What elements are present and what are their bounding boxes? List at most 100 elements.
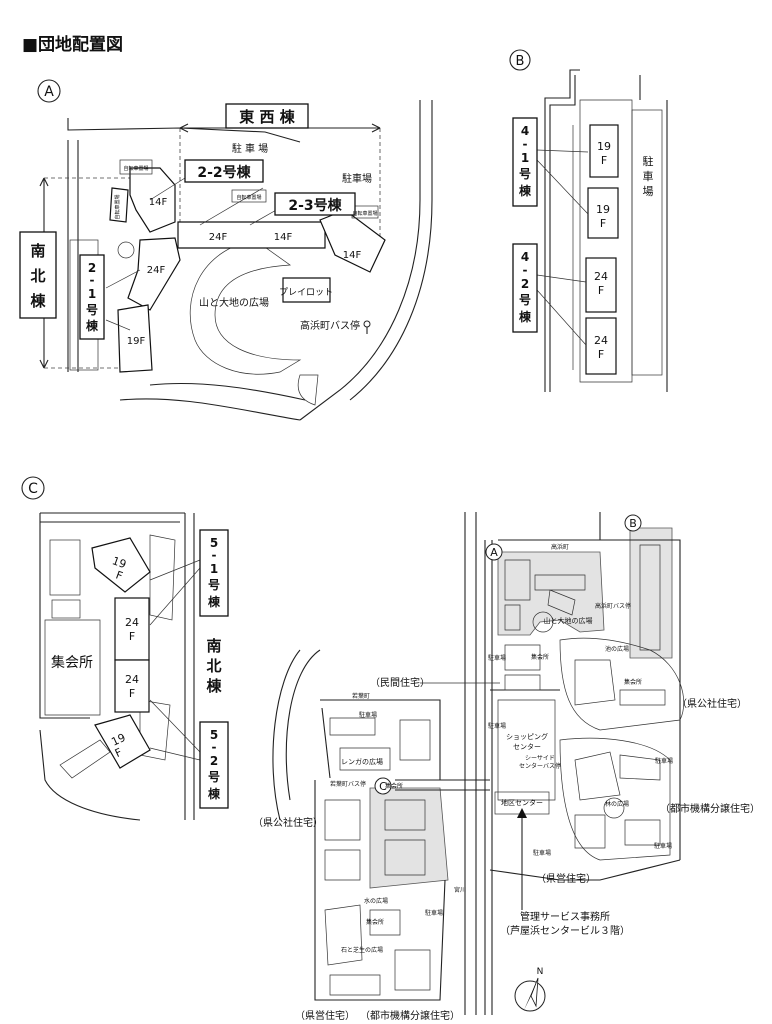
b21-char-2: - bbox=[90, 273, 95, 287]
ns-building-char-2: 北 bbox=[206, 657, 221, 675]
marker-b bbox=[624, 514, 642, 532]
floor-label: 24 bbox=[594, 270, 608, 283]
floor-label: 24 bbox=[125, 616, 139, 629]
place-label: 駐車場 bbox=[359, 711, 377, 719]
place-label: 若葉町 bbox=[352, 692, 370, 700]
floor-label: F bbox=[129, 630, 135, 643]
place-label: 池の広場 bbox=[605, 645, 629, 653]
floor-label: 14F bbox=[149, 197, 168, 208]
assembly-hall-label: 集会所 bbox=[51, 654, 93, 671]
place-label: 山と大地の広場 bbox=[544, 616, 593, 625]
ns-building-char-3: 棟 bbox=[206, 677, 222, 695]
floor-label: F bbox=[601, 154, 607, 167]
b51-char-4: 号 bbox=[208, 577, 220, 592]
panel-a-marker bbox=[37, 79, 61, 103]
bike-parking-label: 自転車置場 bbox=[114, 194, 121, 219]
floor-label: 24F bbox=[147, 265, 166, 276]
floor-label: 24 bbox=[594, 334, 608, 347]
place-label: 林の広場 bbox=[605, 800, 629, 808]
b52-char-1: 5 bbox=[210, 728, 218, 742]
place-label: 集会所 bbox=[366, 918, 384, 926]
panel-b-marker bbox=[509, 49, 531, 71]
zone-b bbox=[629, 527, 673, 659]
panel-a-letter: A bbox=[44, 84, 54, 100]
parking-char-2: 車 bbox=[643, 169, 654, 183]
b41-char-2: - bbox=[523, 137, 528, 151]
place-label: 地区センター bbox=[501, 798, 543, 807]
b52-char-5: 棟 bbox=[208, 786, 221, 801]
place-label: 駐車場 bbox=[533, 849, 551, 857]
b21-char-4: 号 bbox=[86, 302, 98, 317]
b42-char-4: 号 bbox=[519, 292, 531, 307]
prefectural-housing-label: （県営住宅） bbox=[295, 1009, 355, 1022]
b42-char-3: 2 bbox=[521, 277, 529, 291]
marker-c-letter: C bbox=[379, 780, 387, 793]
place-label: 集会所 bbox=[531, 653, 549, 661]
place-label: 駐車場 bbox=[655, 757, 673, 765]
b52-char-3: 2 bbox=[210, 754, 218, 768]
place-label: 駐車場 bbox=[654, 842, 672, 850]
place-label: センターバス停 bbox=[519, 762, 561, 770]
zone-a bbox=[497, 551, 605, 636]
prefectural-corp-housing-label: （県公社住宅） bbox=[677, 697, 747, 710]
parking-label: 駐車場 bbox=[342, 172, 372, 185]
b41-char-4: 号 bbox=[519, 166, 531, 181]
place-label: 駐車場 bbox=[488, 654, 506, 662]
floor-label: 24F bbox=[209, 232, 228, 243]
bike-parking-label: 自転車置場 bbox=[352, 210, 377, 217]
east-west-building-label: 東 西 棟 bbox=[239, 108, 295, 126]
place-label: 高浜町 bbox=[551, 543, 569, 551]
b51-char-2: - bbox=[212, 548, 217, 562]
b51-char-1: 5 bbox=[210, 536, 218, 550]
place-label: シーサイド bbox=[525, 755, 555, 762]
b41-char-3: 1 bbox=[521, 151, 529, 165]
place-label: 集会所 bbox=[624, 678, 642, 686]
ns-building-char-2: 北 bbox=[30, 267, 45, 285]
parking-char-1: 駐 bbox=[643, 154, 654, 168]
b52-char-4: 号 bbox=[208, 769, 220, 784]
parking-label: 駐 車 場 bbox=[232, 142, 268, 155]
place-label: 石と芝生の広場 bbox=[341, 946, 383, 954]
ur-condo-label: （都市機構分譲住宅） bbox=[660, 802, 760, 815]
place-label: 水の広場 bbox=[364, 897, 388, 905]
panel-b-letter: B bbox=[516, 54, 525, 69]
marker-b-letter: B bbox=[629, 517, 637, 530]
floor-label: F bbox=[598, 284, 604, 297]
b51-char-5: 棟 bbox=[208, 594, 221, 609]
marker-a bbox=[485, 543, 503, 561]
b41-char-5: 棟 bbox=[519, 183, 532, 198]
b21-char-5: 棟 bbox=[86, 318, 99, 333]
panel-a: A bbox=[19, 79, 433, 421]
floor-label: 19F bbox=[127, 336, 146, 347]
floor-label: 19 bbox=[596, 203, 610, 216]
b21-char-3: 1 bbox=[88, 287, 96, 301]
bike-parking-label: 自転車置場 bbox=[123, 165, 148, 172]
ur-condo-label: （都市機構分譲住宅） bbox=[360, 1009, 460, 1022]
floor-label: 19 bbox=[110, 554, 128, 571]
marker-a-letter: A bbox=[490, 546, 498, 559]
panel-c-letter: C bbox=[28, 481, 38, 497]
prefectural-housing-label: （県営住宅） bbox=[536, 872, 596, 885]
plaza-label: 山と大地の広場 bbox=[199, 296, 269, 309]
management-office-label: 管理サービス事務所 bbox=[520, 910, 610, 923]
ns-building-char-1: 南 bbox=[206, 637, 221, 655]
floor-label: 24 bbox=[125, 673, 139, 686]
b41-char-1: 4 bbox=[521, 124, 529, 138]
b42-char-2: - bbox=[523, 263, 528, 277]
place-label: 若葉町バス停 bbox=[330, 780, 366, 788]
floor-label: 19 bbox=[597, 140, 611, 153]
place-label: 宮川 bbox=[454, 886, 466, 894]
bus-stop-label: 高浜町バス停 bbox=[300, 319, 360, 332]
building-2-3-label: 2-3号棟 bbox=[288, 197, 342, 214]
panel-c: C 19 F 24 F 24 F 19 F 集会所 5 - 1 号 棟 bbox=[21, 476, 229, 821]
place-label: 高浜町バス停 bbox=[595, 602, 631, 610]
floor-label: F bbox=[600, 217, 606, 230]
place-label: レンガの広場 bbox=[341, 757, 383, 766]
private-housing-label: （民間住宅） bbox=[370, 676, 430, 689]
place-label: 駐車場 bbox=[488, 722, 506, 730]
floor-label: F bbox=[113, 746, 124, 760]
office-arrow bbox=[517, 808, 527, 818]
north-label: N bbox=[537, 967, 544, 977]
prefectural-corp-housing-label: （県公社住宅） bbox=[253, 816, 323, 829]
floor-label: 14F bbox=[343, 250, 362, 261]
